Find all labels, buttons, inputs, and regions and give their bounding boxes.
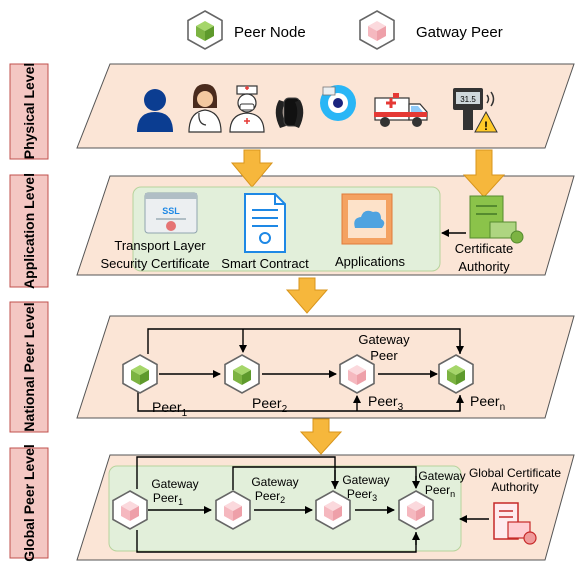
national-peer-2-label: Peer2 [252,395,288,415]
doctor-icon [188,84,222,133]
global-connections [136,456,489,553]
global-gateway-3-line2: Peer3 [347,487,377,503]
national-peer-1-label: Peer1 [152,399,188,419]
national-plane [76,315,575,419]
applications-label: Applications [335,254,406,269]
application-level-label: Application Level [21,173,37,289]
national-gateway-line1: Gateway [358,332,410,347]
physical-level-label: Physical Level [21,63,37,160]
app-to-national-arrow [285,277,329,314]
physical-to-ca-arrow [462,149,506,198]
tls-label-line1: Transport Layer [114,238,206,253]
thermal-scanner-icon: 31.5 ! [453,88,498,133]
ssl-badge-text: SSL [162,206,180,216]
nurse-icon [229,85,265,133]
global-ca-line2: Authority [491,480,538,494]
user-icon [137,89,173,132]
level-transition-arrows [230,149,506,455]
national-peer-n-label: Peern [470,393,505,413]
national-level-label-box [9,301,49,433]
legend-gateway-peer-label: Gatway Peer [416,24,503,41]
national-peer-3-label: Peer3 [368,393,404,413]
global-level-label-box [9,447,49,559]
fitness-band-icon [275,97,304,128]
peer-node-legend-icon [187,10,223,50]
gateway-peer-legend-icon [359,10,395,50]
global-gateway-n-line1: Gateway [418,469,465,483]
national-connections [137,328,464,412]
global-gateway-2-line2: Peer2 [255,489,285,505]
national-level-label: National Peer Level [21,302,37,431]
national-gateway-line2: Peer [370,348,398,363]
ssl-certificate-icon: SSL [144,192,198,234]
legend-peer-node-label: Peer Node [234,24,306,41]
global-gateway-1-line2: Peer1 [153,491,183,507]
level-labels: Physical Level Application Level Nationa… [9,63,49,562]
global-gateway-n-line2: Peern [425,483,455,499]
application-level-label-box [9,174,49,288]
tls-label-line2: Security Certificate [100,256,209,271]
smart-contract-icon [244,193,286,253]
certificate-authority-icon [469,195,524,244]
smart-contract-label: Smart Contract [221,256,309,271]
global-gateway-2-line1: Gateway [251,475,298,489]
global-gateway-1-line1: Gateway [151,477,198,491]
svg-text:!: ! [484,119,488,133]
global-group-box [108,465,462,552]
physical-to-app-arrow [230,149,274,188]
global-gateway-3-line1: Gateway [342,473,389,487]
ambulance-icon [374,93,428,127]
global-certificate-authority-icon [493,502,537,545]
thermal-reading: 31.5 [460,95,476,104]
certificate-authority-line1: Certificate [455,241,514,256]
global-ca-line1: Global Certificate [469,466,561,480]
applications-icon [341,193,393,245]
physical-level-label-box [9,63,49,160]
national-to-global-arrow [299,418,343,455]
physical-icons: 31.5 ! [137,84,498,133]
global-level-label: Global Peer Level [21,444,37,562]
camera-icon [320,85,356,121]
certificate-authority-line2: Authority [458,259,510,274]
legend: Peer Node Gatway Peer [187,10,503,50]
